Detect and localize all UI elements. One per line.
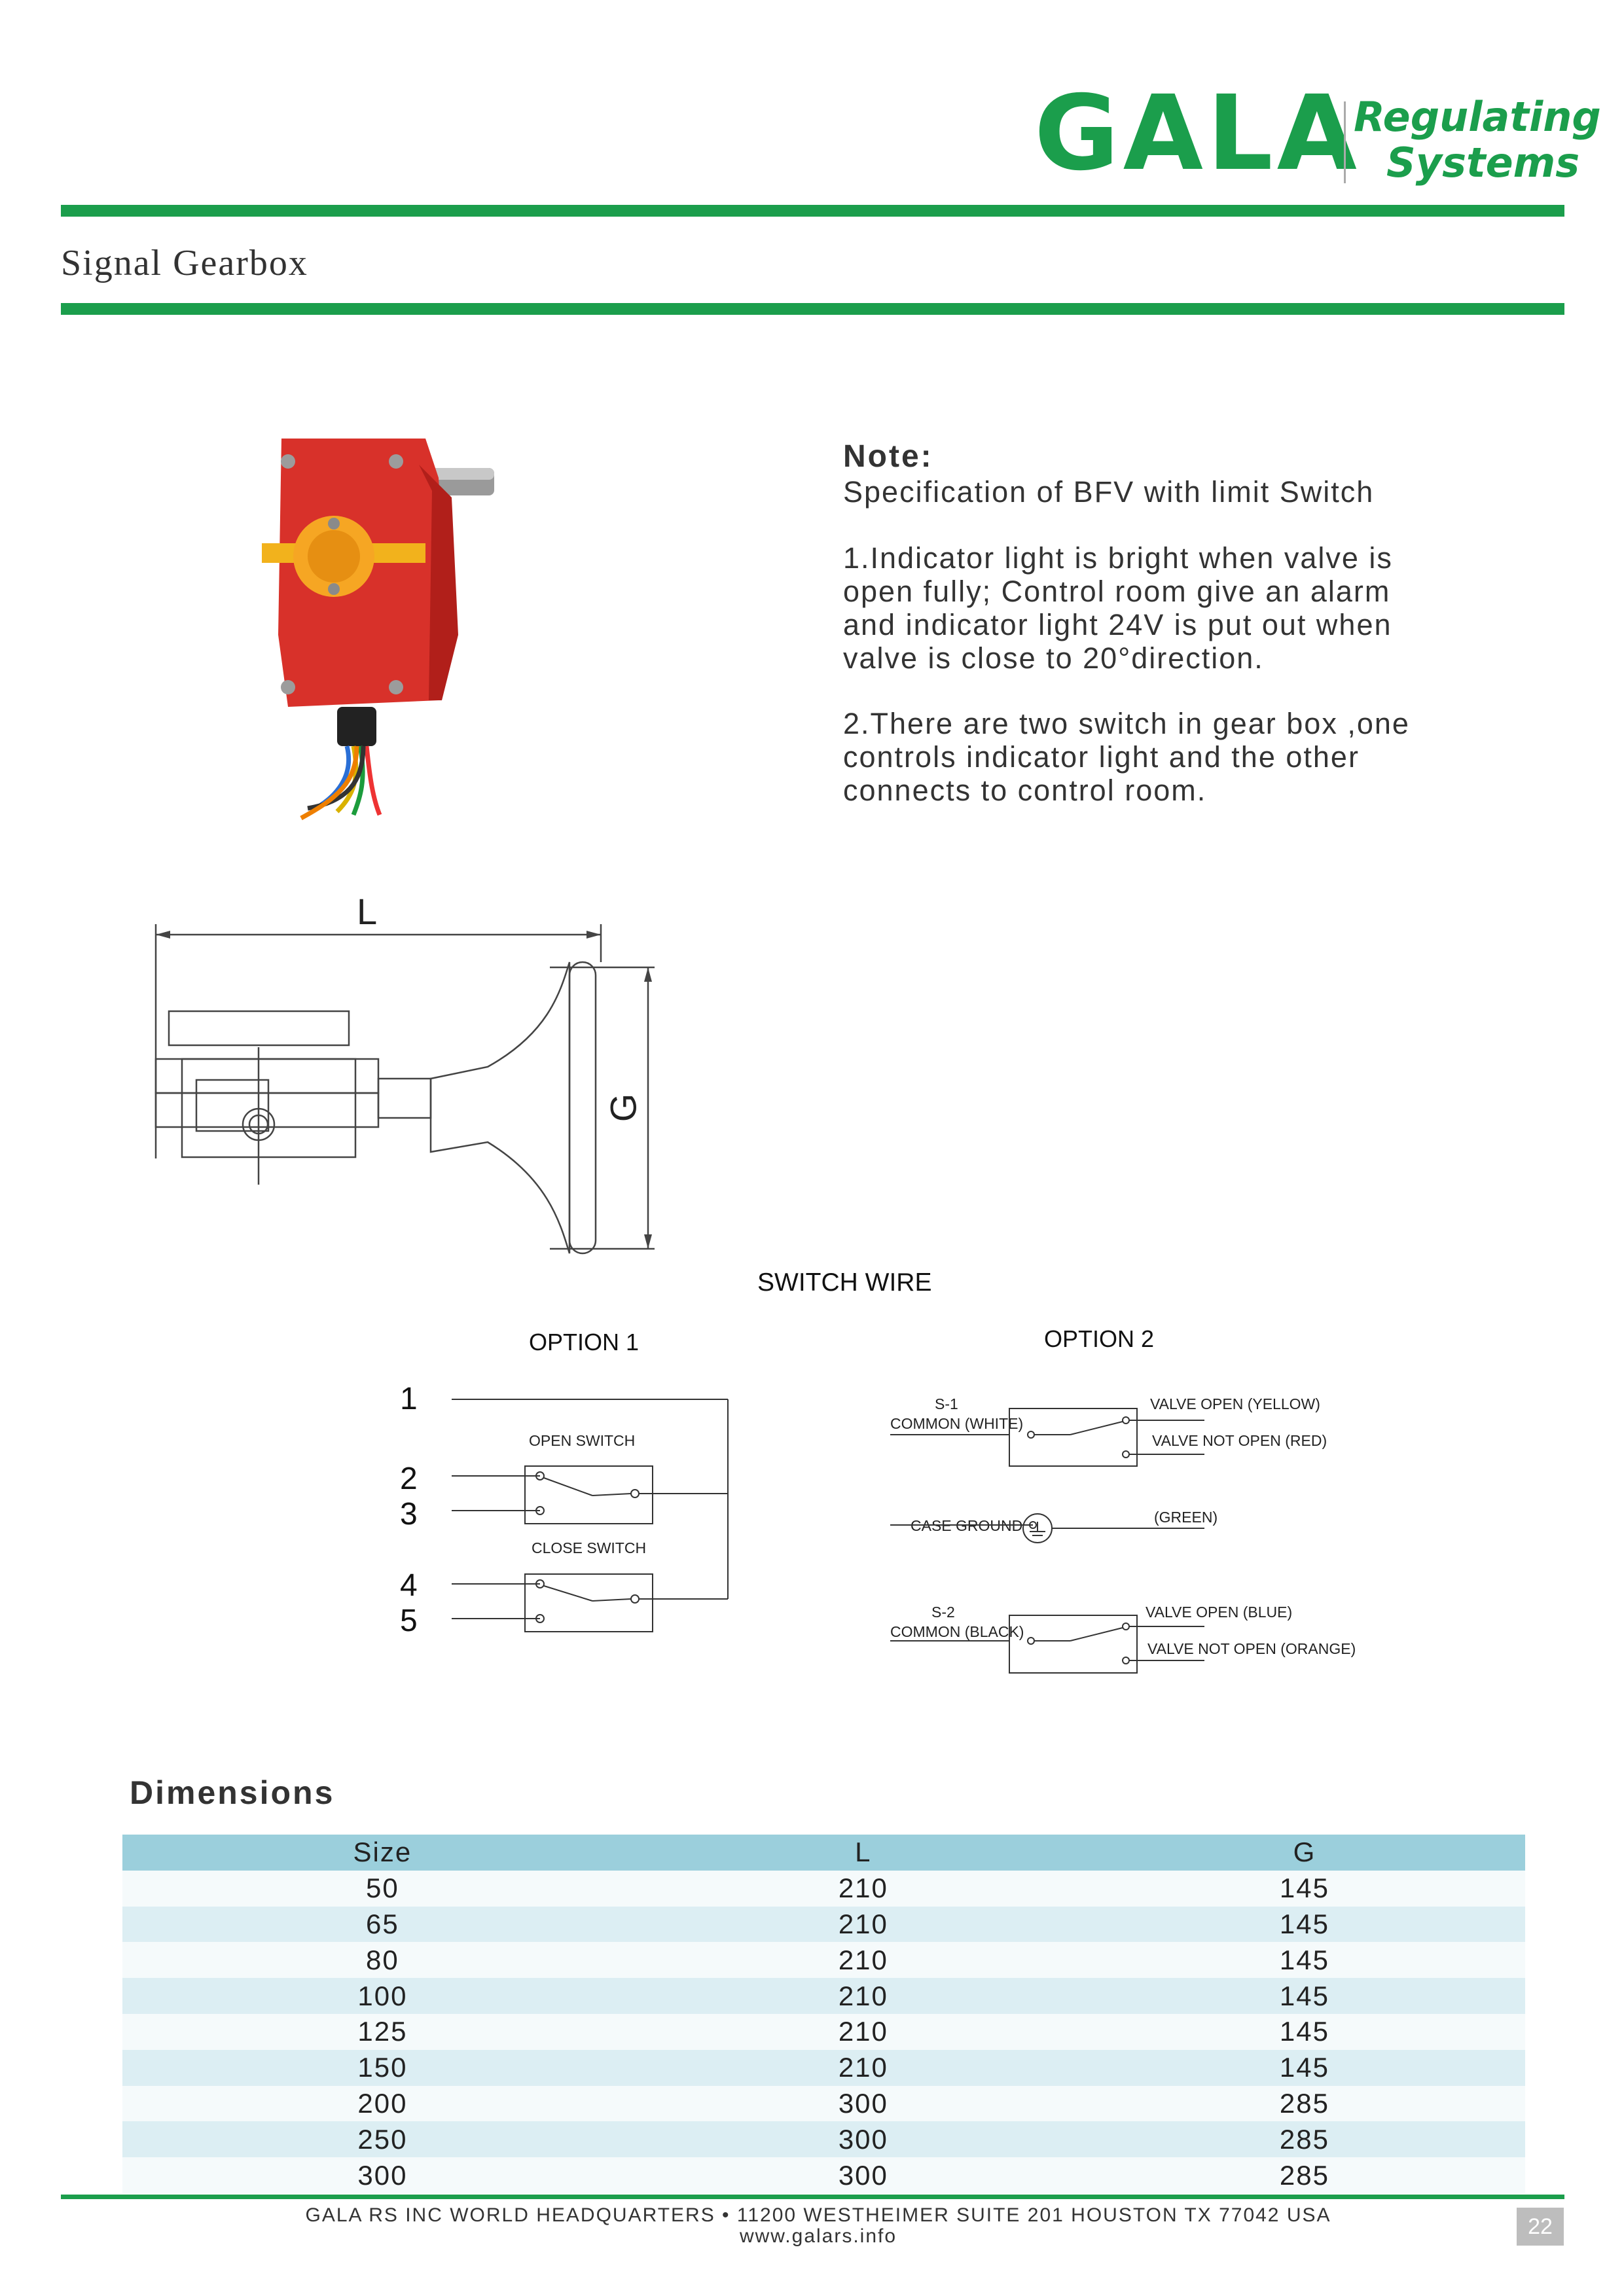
s2-valve-not-open-label: VALVE NOT OPEN (ORANGE) <box>1147 1640 1356 1657</box>
terminal-label: 1 <box>400 1382 418 1416</box>
brand-logo: GALA <box>1034 73 1361 194</box>
option1-label: OPTION 1 <box>529 1329 640 1355</box>
table-row: 125 210 145 <box>122 2013 1525 2050</box>
s2-valve-open-label: VALVE OPEN (BLUE) <box>1146 1604 1293 1621</box>
table-cell: 210 <box>838 2052 888 2083</box>
table-cell: 250 <box>357 2123 408 2155</box>
table-row: 100 210 145 <box>122 1978 1525 2014</box>
table-header-row: Size L G <box>122 1835 1525 1871</box>
table-cell: 285 <box>1279 2123 1329 2155</box>
table-cell: 210 <box>838 1944 888 1975</box>
table-cell: 300 <box>357 2159 408 2191</box>
note-line: valve is close to 20°direction. <box>843 641 1264 675</box>
table-cell: 285 <box>1279 2159 1329 2191</box>
terminal-label: 2 <box>400 1462 418 1496</box>
note-line: and indicator light 24V is put out when <box>843 608 1392 641</box>
open-switch-label: OPEN SWITCH <box>529 1432 636 1449</box>
table-cell: 300 <box>838 2087 888 2119</box>
close-switch-label: CLOSE SWITCH <box>532 1539 647 1556</box>
dimension-g-label: G <box>602 1093 644 1122</box>
dimensions-table: Size L G 50 210 145 65 210 145 80 210 145 100 2… <box>122 1835 1525 2193</box>
option2-wiring-diagram <box>890 1408 1204 1674</box>
s1-valve-not-open-label: VALVE NOT OPEN (RED) <box>1152 1432 1327 1449</box>
brand-tagline-2: Systems <box>1386 139 1580 187</box>
page-title: Signal Gearbox <box>61 243 308 283</box>
table-cell: 125 <box>357 2016 408 2047</box>
table-cell: 100 <box>357 1980 408 2011</box>
table-cell: 145 <box>1279 2052 1329 2083</box>
terminal-label: 4 <box>400 1568 418 1603</box>
table-cell: 200 <box>357 2087 408 2119</box>
terminal-label: 5 <box>400 1604 418 1638</box>
page-number: 22 <box>1517 2208 1564 2246</box>
note-subtitle: Specification of BFV with limit Switch <box>843 475 1375 509</box>
note-line: controls indicator light and the other <box>843 740 1360 774</box>
gearbox-photo <box>262 439 494 821</box>
note-line: open fully; Control room give an alarm <box>843 575 1391 608</box>
title-divider <box>61 303 1564 315</box>
dimensions-title: Dimensions <box>130 1774 335 1811</box>
table-row: 200 300 285 <box>122 2085 1525 2122</box>
table-row: 80 210 145 <box>122 1942 1525 1979</box>
footer-divider <box>61 2195 1564 2199</box>
s1-common-label: COMMON (WHITE) <box>890 1415 1024 1432</box>
table-cell: 65 <box>366 1908 399 1939</box>
header-divider <box>61 205 1564 217</box>
option1-wiring-diagram <box>452 1399 729 1632</box>
table-cell: 145 <box>1279 1980 1329 2011</box>
footer-address: GALA RS INC WORLD HEADQUARTERS • 11200 W… <box>305 2204 1331 2226</box>
table-cell: 50 <box>366 1873 399 1904</box>
table-cell: 150 <box>357 2052 408 2083</box>
column-header: L <box>855 1837 872 1868</box>
table-cell: 300 <box>838 2123 888 2155</box>
table-cell: 210 <box>838 2016 888 2047</box>
logo-divider <box>1344 101 1346 183</box>
table-row: 50 210 145 <box>122 1870 1525 1907</box>
table-row: 150 210 145 <box>122 2049 1525 2086</box>
table-row: 300 300 285 <box>122 2157 1525 2193</box>
brand-tagline-1: Regulating <box>1354 93 1601 141</box>
s2-common-label: COMMON (BLACK) <box>890 1623 1024 1640</box>
note-line: 2.There are two switch in gear box ,one <box>843 707 1410 740</box>
s1-valve-open-label: VALVE OPEN (YELLOW) <box>1150 1395 1320 1412</box>
table-cell: 145 <box>1279 1873 1329 1904</box>
table-cell: 285 <box>1279 2087 1329 2119</box>
table-cell: 145 <box>1279 2016 1329 2047</box>
note-title: Note: <box>843 439 933 474</box>
s2-label: S-2 <box>931 1604 955 1621</box>
table-cell: 145 <box>1279 1908 1329 1939</box>
dimension-l-label: L <box>357 891 378 932</box>
table-cell: 145 <box>1279 1944 1329 1975</box>
note-line: 1.Indicator light is bright when valve i… <box>843 541 1393 575</box>
table-cell: 300 <box>838 2159 888 2191</box>
footer-website[interactable]: www.galars.info <box>739 2225 897 2247</box>
note-line: connects to control room. <box>843 774 1207 807</box>
ground-color-label: (GREEN) <box>1154 1509 1218 1526</box>
table-cell: 210 <box>838 1980 888 2011</box>
table-cell: 210 <box>838 1908 888 1939</box>
table-cell: 210 <box>838 1873 888 1904</box>
table-row: 250 300 285 <box>122 2121 1525 2158</box>
switch-wire-title: SWITCH WIRE <box>757 1268 932 1297</box>
dimension-drawing <box>154 924 655 1255</box>
terminal-label: 3 <box>400 1497 418 1532</box>
table-row: 65 210 145 <box>122 1906 1525 1943</box>
option2-label: OPTION 2 <box>1044 1325 1155 1352</box>
s1-label: S-1 <box>935 1395 958 1412</box>
column-header: G <box>1293 1837 1316 1868</box>
table-cell: 80 <box>366 1944 399 1975</box>
column-header: Size <box>353 1837 412 1868</box>
